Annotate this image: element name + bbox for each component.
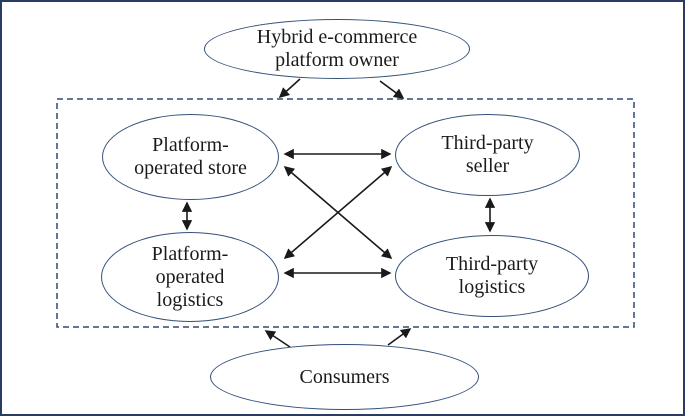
node-hybrid-platform-owner: Hybrid e-commerce platform owner: [204, 19, 470, 79]
edge-consumers-to-boundary-right: [387, 328, 412, 346]
edge-consumers-to-boundary-left: [264, 330, 291, 348]
node-consumers-label: Consumers: [299, 365, 390, 388]
node-third-party-seller-label: Third-party seller: [441, 132, 534, 177]
node-platform-operated-store-label: Platform- operated store: [134, 134, 247, 179]
edge-store-third-party-logistics: [283, 165, 393, 260]
node-third-party-logistics: Third-party logistics: [395, 235, 589, 317]
node-platform-operated-logistics-label: Platform- operated logistics: [151, 242, 229, 311]
node-hybrid-platform-owner-label: Hybrid e-commerce platform owner: [256, 26, 418, 71]
node-platform-operated-logistics: Platform- operated logistics: [101, 232, 279, 322]
node-consumers: Consumers: [210, 344, 479, 410]
node-third-party-seller: Third-party seller: [395, 114, 580, 196]
edge-seller-platform-logistics: [283, 165, 393, 260]
node-platform-operated-store: Platform- operated store: [102, 114, 279, 200]
edge-owner-to-boundary-left: [278, 78, 301, 99]
node-third-party-logistics-label: Third-party logistics: [445, 253, 539, 298]
edge-owner-to-boundary-right: [379, 80, 405, 99]
